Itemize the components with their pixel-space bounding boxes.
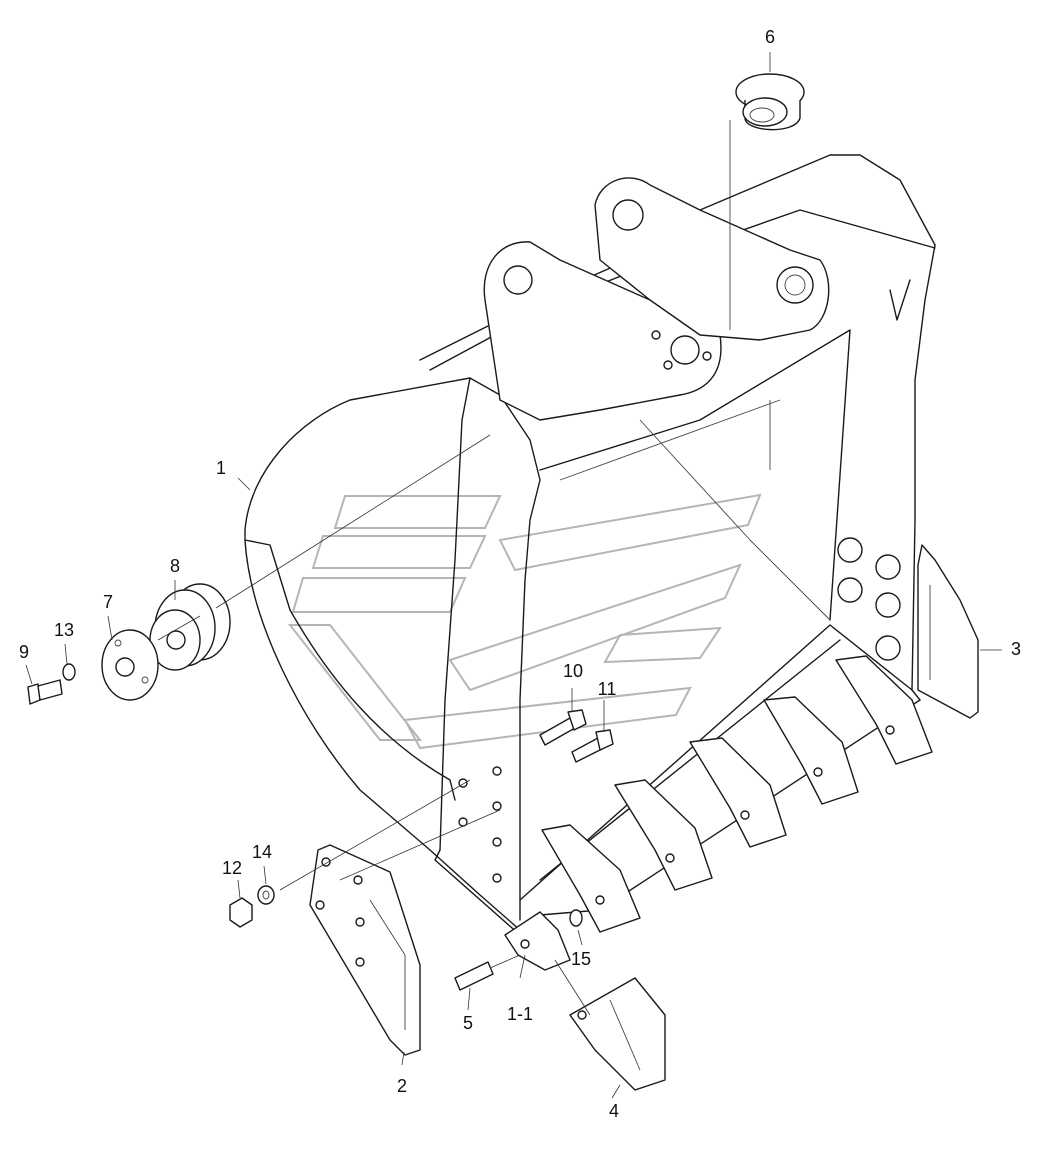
side-cutter-left xyxy=(309,844,421,1056)
hinge-ears xyxy=(483,177,830,421)
callout-12: 12 xyxy=(222,858,242,878)
washer-plate-7 xyxy=(101,629,159,701)
callout-14: 14 xyxy=(252,842,272,862)
side-cutter-right xyxy=(917,544,979,719)
pin-5 xyxy=(454,961,494,991)
callout-1: 1 xyxy=(216,458,226,478)
callout-2: 2 xyxy=(397,1076,407,1096)
callout-5: 5 xyxy=(463,1013,473,1033)
retainer-15 xyxy=(569,909,583,927)
callout-4: 4 xyxy=(609,1101,619,1121)
callout-15: 15 xyxy=(571,949,591,969)
callout-8: 8 xyxy=(170,556,180,576)
bolt-10 xyxy=(539,709,587,746)
callout-1-1: 1-1 xyxy=(507,1004,533,1024)
tooth-4 xyxy=(569,977,666,1091)
shim-stack-8 xyxy=(149,583,231,671)
bushing-6 xyxy=(735,73,805,131)
washer-14 xyxy=(257,885,275,905)
callout-7: 7 xyxy=(103,592,113,612)
callout-13: 13 xyxy=(54,620,74,640)
washer-13 xyxy=(62,663,76,681)
callout-9: 9 xyxy=(19,642,29,662)
nut-12 xyxy=(229,897,253,928)
callout-6: 6 xyxy=(765,27,775,47)
callout-3: 3 xyxy=(1011,639,1021,659)
callouts: 1 1-1 2 3 4 5 6 7 8 9 10 11 12 13 14 15 xyxy=(19,27,1021,1121)
bolt-9 xyxy=(27,679,63,705)
teeth-adapters xyxy=(504,655,933,971)
callout-11: 11 xyxy=(598,679,617,699)
leader-lines xyxy=(25,52,1002,1099)
watermark-logo xyxy=(287,493,762,750)
bucket-body xyxy=(244,154,936,936)
side-bolts xyxy=(837,537,901,661)
bolt-11 xyxy=(571,729,614,763)
callout-10: 10 xyxy=(563,661,583,681)
